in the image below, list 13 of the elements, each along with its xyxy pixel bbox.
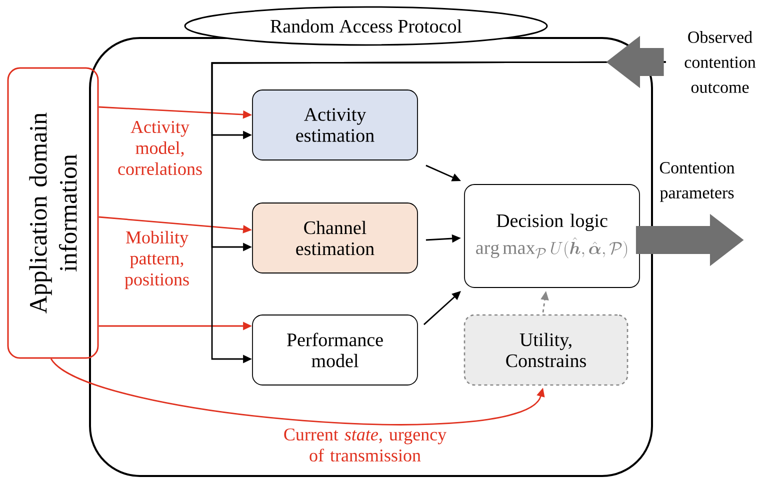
edge-label: Current state, urgency of transmission bbox=[284, 428, 447, 462]
process-box: Channel estimation bbox=[252, 202, 418, 274]
edge-label: Activity model, correlations bbox=[118, 120, 202, 176]
edge-label: Mobility pattern, positions bbox=[124, 230, 189, 290]
process-box: Performance model bbox=[252, 314, 418, 386]
output-label: Contention parameters bbox=[660, 162, 735, 202]
decision-box: Decision logic $\arg\max_{\mathcal{P}} U(\hat{\boldsymbol{h}}, \hat{\boldsymbol{\alpha}}, \mathcal{P})$ bbox=[464, 184, 640, 288]
process-box: Activity estimation bbox=[252, 90, 418, 160]
utility-box: Utility, Constrains bbox=[464, 314, 628, 386]
arrow bbox=[50, 358, 545, 426]
node-label: Random Access Protocol bbox=[270, 19, 462, 33]
outcome-text: Observed contention outcome bbox=[684, 31, 756, 93]
domain-box: Application domain information bbox=[7, 67, 99, 359]
